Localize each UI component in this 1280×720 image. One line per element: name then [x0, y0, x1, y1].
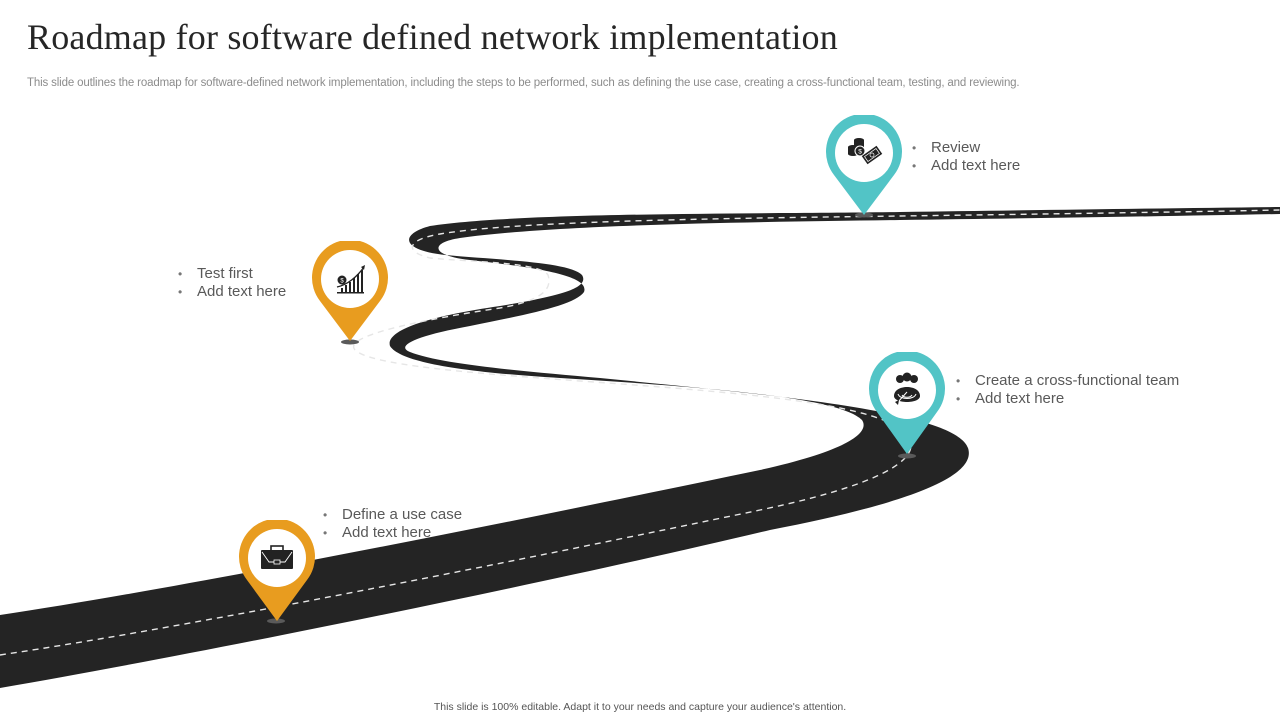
- pin-shadow: [267, 618, 285, 624]
- milestone-pin-define[interactable]: [238, 518, 316, 622]
- slide-footer: This slide is 100% editable. Adapt it to…: [433, 701, 847, 713]
- milestone-text-define: Define a use case Add text here: [323, 506, 462, 542]
- milestone-pin-review[interactable]: $: [825, 113, 903, 216]
- milestone-heading: Define a use case: [323, 506, 462, 524]
- milestone-text-review: Review Add text here: [912, 139, 1020, 175]
- milestone-text-test: Test first Add text here: [178, 265, 286, 301]
- milestone-pin-test[interactable]: $: [311, 239, 389, 342]
- milestone-pin-team[interactable]: [868, 350, 946, 455]
- slide-subtitle: This slide outlines the roadmap for soft…: [27, 77, 1020, 89]
- milestone-detail: Add text here: [912, 157, 1020, 175]
- slide-title: Roadmap for software defined network imp…: [27, 17, 838, 57]
- svg-text:$: $: [340, 279, 344, 285]
- team-target-icon: [894, 372, 920, 405]
- road-centerline: [0, 209, 1280, 656]
- money-icon: $: [848, 138, 883, 165]
- growth-chart-icon: $: [336, 265, 365, 294]
- milestone-detail: Add text here: [178, 283, 286, 301]
- milestone-heading: Create a cross-functional team: [956, 372, 1179, 390]
- milestone-heading: Review: [912, 139, 1020, 157]
- milestone-detail: Add text here: [956, 390, 1179, 408]
- pin-shadow: [898, 453, 916, 459]
- briefcase-icon: [261, 545, 293, 569]
- milestone-text-team: Create a cross-functional team Add text …: [956, 372, 1179, 408]
- milestone-detail: Add text here: [323, 524, 462, 542]
- pin-shadow: [341, 339, 359, 345]
- road-surface: [0, 207, 1280, 688]
- svg-text:$: $: [858, 149, 862, 156]
- milestone-heading: Test first: [178, 265, 286, 283]
